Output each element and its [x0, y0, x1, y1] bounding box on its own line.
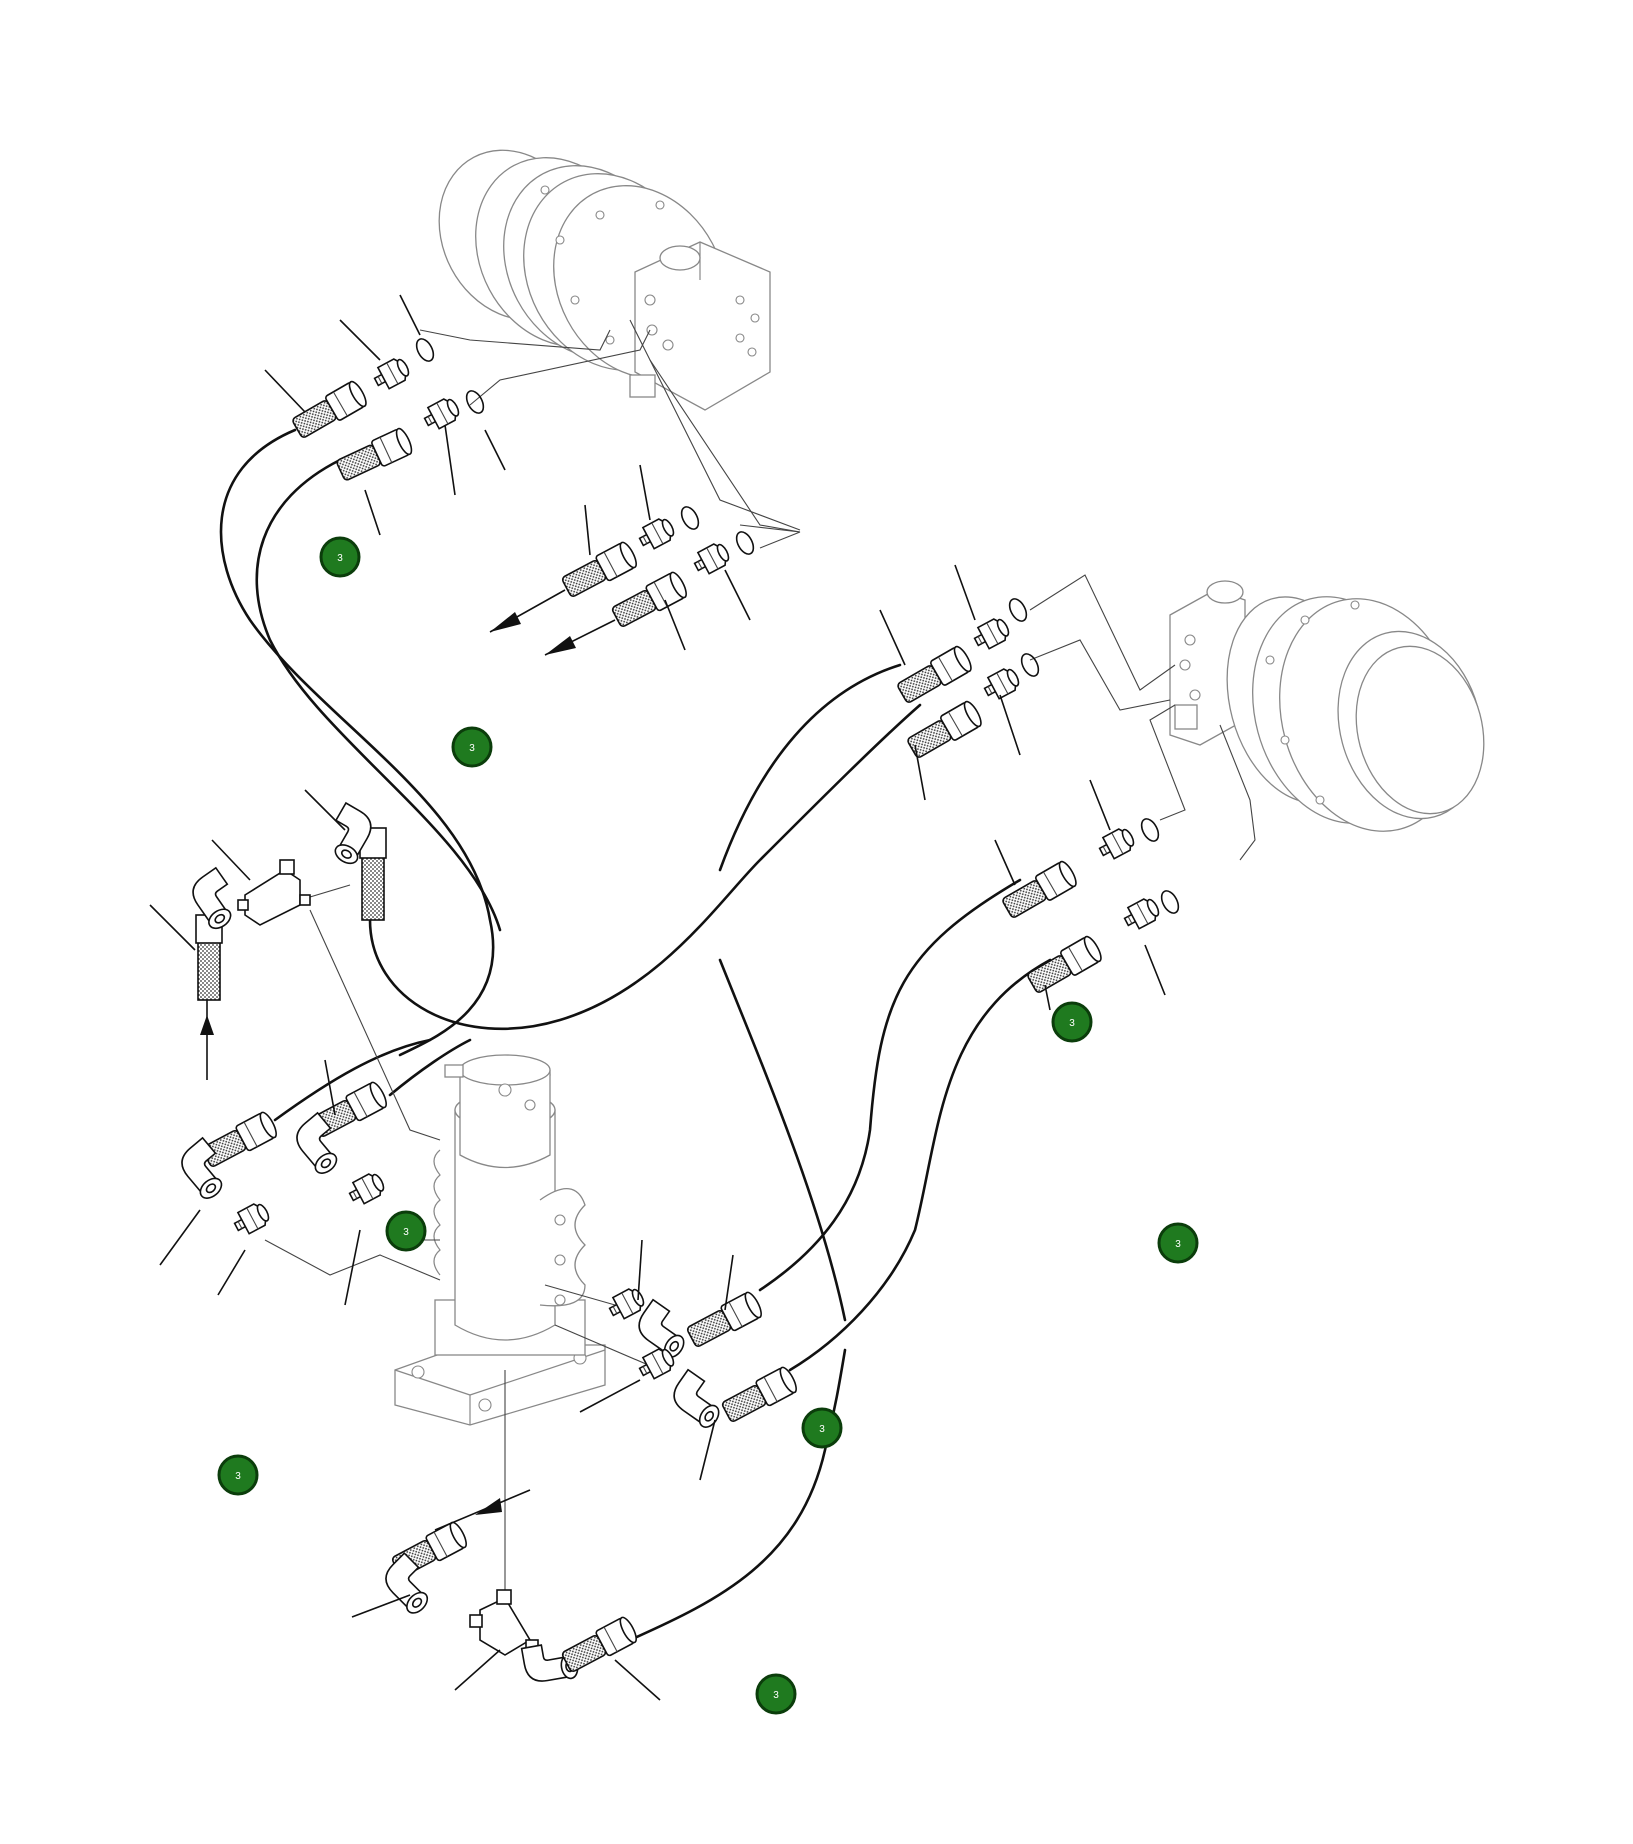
- callout-bubble[interactable]: 3: [1051, 1001, 1093, 1043]
- adapter-icon: [420, 394, 463, 434]
- flow-arrow-icon: [545, 636, 576, 655]
- callout-bubble[interactable]: 3: [319, 536, 361, 578]
- adapter-icon: [230, 1199, 273, 1239]
- left-inlet-fittings: [183, 802, 387, 1080]
- leader-lines: [149, 294, 1166, 1701]
- callout-label: 3: [403, 1227, 409, 1238]
- reference-lines: [264, 319, 1256, 1610]
- adapter-icon: [970, 614, 1013, 654]
- flow-arrow-icon: [475, 1498, 502, 1515]
- travel-motor-right: [1169, 580, 1485, 832]
- adapter-icon: [980, 664, 1023, 704]
- callout-bubble[interactable]: 3: [1157, 1222, 1199, 1264]
- hose-long-cross: [718, 663, 902, 872]
- elbow-icon: [665, 1368, 732, 1432]
- callout-bubble[interactable]: 3: [217, 1454, 259, 1496]
- adapter-icon: [635, 514, 678, 554]
- hose-left-lower-a: [273, 1038, 432, 1122]
- callout-label: 3: [1069, 1018, 1075, 1029]
- o-ring-icon: [412, 335, 438, 365]
- hose-left-lower-b: [388, 1038, 472, 1097]
- hose-top-left-inner: [255, 458, 502, 932]
- o-ring-icon: [1005, 595, 1031, 625]
- elbow-icon: [183, 867, 247, 933]
- hose-fitting-icon: [999, 858, 1080, 922]
- hose-fitting-icon: [1024, 933, 1105, 997]
- adapter-icon: [370, 354, 413, 394]
- tee-fitting-icon: [237, 859, 311, 926]
- swivel-left-fittings: [172, 1079, 391, 1239]
- callout-label: 3: [337, 553, 343, 564]
- callout-label: 3: [819, 1424, 825, 1435]
- hose-fitting-icon: [894, 643, 975, 707]
- callout-bubble[interactable]: 3: [385, 1210, 427, 1252]
- callout-bubble[interactable]: 3: [801, 1407, 843, 1449]
- callout-label: 3: [235, 1471, 241, 1482]
- hose-right-mid-b: [788, 958, 1052, 1372]
- hose-top-left-outer: [219, 428, 495, 1057]
- bottom-return-fittings: [376, 1489, 641, 1687]
- adapter-icon: [1095, 824, 1138, 864]
- outlet-arrows: [489, 524, 801, 656]
- hose-fitting-icon: [333, 425, 416, 485]
- o-ring-icon: [1157, 887, 1183, 917]
- callout-bubble[interactable]: 3: [755, 1673, 797, 1715]
- hose-fitting-icon: [289, 378, 370, 442]
- hose-fitting-icon: [719, 1364, 801, 1427]
- callout-label: 3: [469, 743, 475, 754]
- o-ring-icon: [1017, 650, 1043, 680]
- callout-label: 3: [773, 1690, 779, 1701]
- adapter-icon: [1120, 894, 1163, 934]
- elbow-icon: [376, 1552, 442, 1618]
- hose-fitting-icon: [609, 569, 691, 632]
- hose-swivel-to-right-motor: [368, 703, 922, 1030]
- hose-fitting-icon: [199, 1109, 281, 1172]
- flow-arrow-icon: [490, 612, 521, 632]
- hose-center-long: [718, 958, 847, 1322]
- o-ring-icon: [462, 387, 488, 417]
- flow-arrow-icon: [200, 1015, 214, 1035]
- hose-fitting-icon: [559, 539, 641, 602]
- o-ring-icon: [677, 503, 703, 533]
- hydraulic-hoses: [219, 428, 1052, 1642]
- hose-right-mid-a: [758, 878, 1022, 1292]
- o-ring-icon: [732, 528, 758, 558]
- hose-fitting-icon: [559, 1614, 641, 1677]
- o-ring-icon: [1137, 815, 1163, 845]
- swivel-right-fittings: [605, 1284, 801, 1432]
- callout-label: 3: [1175, 1239, 1181, 1250]
- callout-bubble[interactable]: 3: [451, 726, 493, 768]
- travel-motor-top: [438, 149, 771, 411]
- adapter-icon: [345, 1169, 388, 1209]
- hose-bottom-return: [628, 1348, 847, 1642]
- hose-fitting-icon: [684, 1289, 766, 1352]
- tee-fitting-icon: [469, 1589, 539, 1656]
